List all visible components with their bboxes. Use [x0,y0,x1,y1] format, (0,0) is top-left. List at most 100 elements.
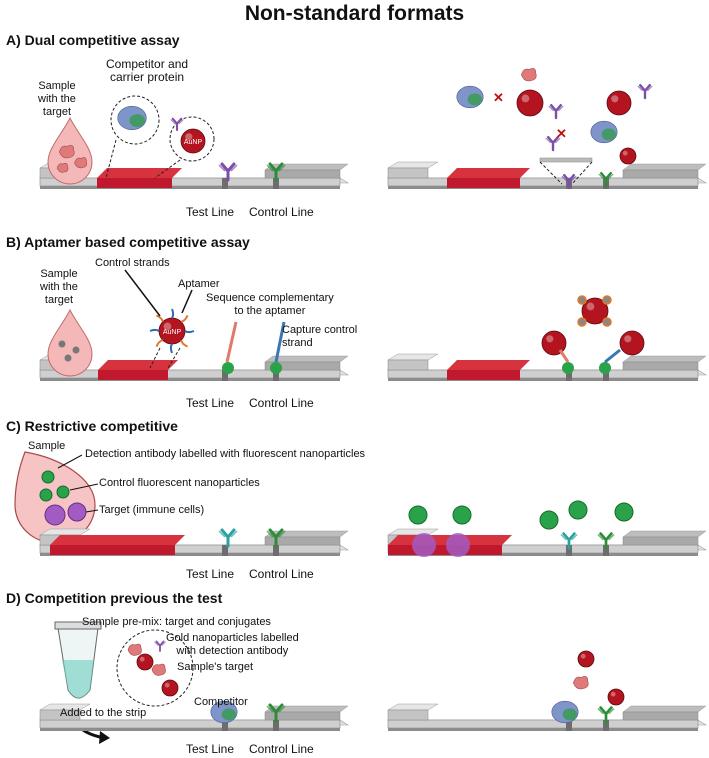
section-d-target-2 [151,663,166,676]
test-line-mark [566,370,572,381]
antibody-shape [155,640,165,652]
section-d-target-1 [127,643,142,656]
section-c-right-test-antibody [560,532,578,550]
strip-body [39,369,341,379]
section-d-right-control-antibody [597,706,615,724]
section-c-cell-1 [44,504,66,526]
section-d-arrowhead [99,731,110,744]
absorbent-pad [264,169,341,179]
section-b-right-aunp-top [581,297,609,325]
section-a-sample-label: Sample with the target [38,80,76,118]
section-b-target-2 [64,354,72,362]
strip-body [39,177,341,187]
np-highlight [586,302,595,311]
antibody-arm [598,173,614,180]
strip-edge [388,186,698,189]
absorbent-pad [622,361,699,371]
aptamer-strand [180,339,188,348]
antibody-shape [562,532,576,550]
antibody-arm [597,708,615,715]
sample-pad [39,709,81,721]
section-d-right-competitor [551,700,579,724]
section-a-cross-1: ✕ [493,90,504,105]
section-d-aunp-1 [136,653,154,671]
antibody-shape [547,136,559,152]
section-b-aptamer-label: Aptamer [178,278,220,290]
figure-title: Non-standard formats [244,2,465,25]
section-d-gold-label: Gold nanoparticles labelled with detecti… [166,632,299,657]
antibody-shape [639,84,651,100]
antibody-arm [266,705,286,713]
control-line-mark [603,545,609,556]
section-d-test-line-label: Test Line [186,742,235,756]
absorbent-pad [264,536,341,546]
absorbent-pad [622,536,699,546]
np-core [180,128,206,154]
section-c-test-line-label: Test Line [186,567,235,581]
absorbent-pad-top [622,355,707,363]
section-b-aunp-text: AuNP [163,329,182,336]
section-c-pointer [85,509,99,513]
section-c-sample-label: Sample [28,440,66,452]
section-d-control-line-label: Control Line [249,742,314,756]
absorbent-pad [264,711,341,721]
aptamer-strand [171,308,175,319]
section-c-target-label: Target (immune cells) [99,504,205,516]
np-highlight [163,322,172,331]
section-b-sample-label: Sample with the target [40,268,78,306]
sample-drop [47,308,93,377]
section-b-test-anchor [222,362,234,374]
antibody-shape [171,117,183,132]
section-c-control-np-label: Control fluorescent nanoparticles [99,477,260,489]
section-d-heading: D) Competition previous the test [6,590,223,606]
section-c-right-np-0 [408,505,428,525]
np-highlight [611,95,619,103]
section-b-right-control-anchor [599,362,611,374]
np-highlight [624,335,632,343]
np-highlight [546,335,554,343]
antibody-arm [170,119,184,125]
antibody-arm [637,85,653,92]
sample-pad [387,359,429,371]
section-a-competitor-label: Competitor and carrier protein [106,57,189,84]
np-highlight [610,691,616,697]
conjugate-pad-top [447,168,530,178]
strip-body [387,369,699,379]
antibody-arm [597,534,615,541]
section-d-right-aunp-1 [577,650,595,668]
np-core [581,297,609,325]
section-b-arrow-control [124,269,161,317]
section-d-strip-right [386,703,708,731]
section-b-target-1 [72,346,80,354]
section-c-control-antibody [266,528,286,548]
control-line-mark [603,370,609,381]
sample-pad-top [387,703,439,711]
section-c-detection-np [41,470,55,484]
zoom-line [105,139,117,179]
competitor-hapten [562,708,577,721]
antibody-shape [600,172,612,188]
section-a-strip-right [386,161,708,189]
section-b-strip-right [386,353,708,381]
np-highlight [580,653,586,659]
competitor-hapten [129,114,145,128]
zoom-line [149,347,161,369]
section-a-heading: A) Dual competitive assay [6,32,180,48]
section-a-right-target [521,68,537,82]
strip-edge [40,186,340,189]
section-c-right-cell-2 [446,533,470,557]
section-a-right-aunp-2 [606,90,632,116]
section-b-sample-drop [47,308,93,377]
control-line-mark [273,545,279,556]
section-b-right-target-2 [577,317,587,327]
section-c-right-control-antibody [597,532,615,550]
strip-edge [40,553,340,556]
section-b-right-aunp-right [619,330,645,356]
section-d-competitor-label: Competitor [194,696,248,708]
aptamer-strand [180,315,189,323]
competitor-hapten [467,93,482,106]
test-line-mark [222,178,228,189]
section-d-added-label: Added to the strip [60,707,147,719]
section-d-strip-left [38,703,350,731]
section-a-test-antibody [218,162,238,182]
